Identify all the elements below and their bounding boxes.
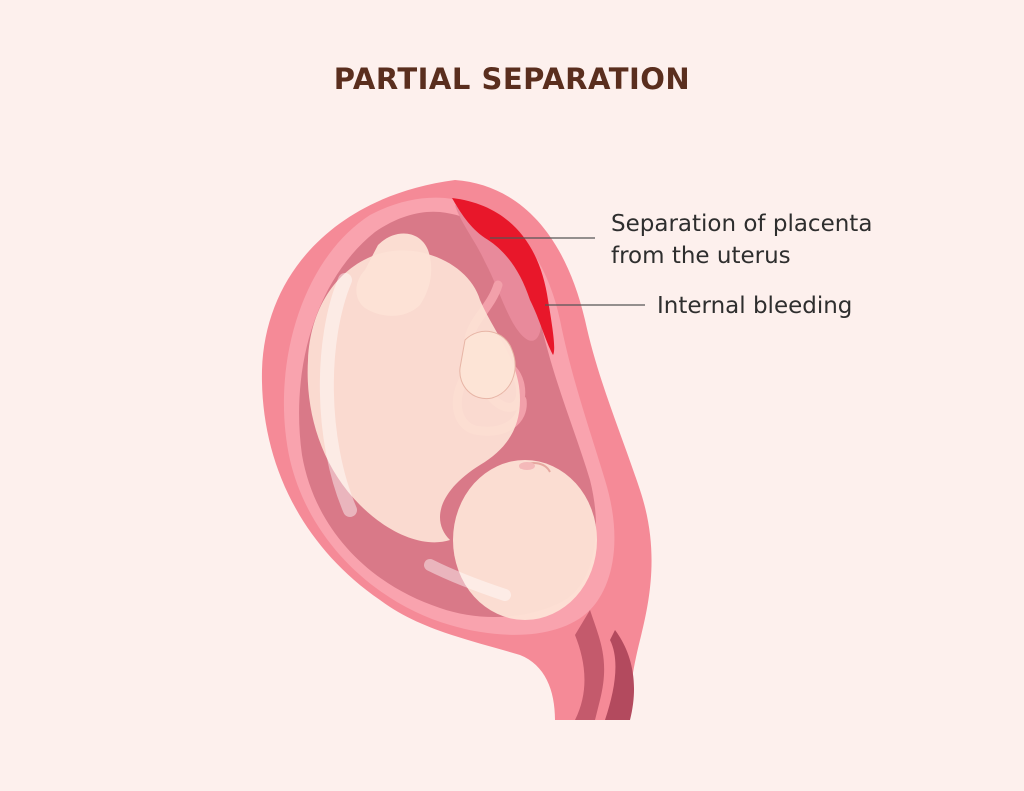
separation-label-line1: Separation of placenta <box>611 211 873 237</box>
separation-label-line2: from the uterus <box>611 243 791 269</box>
cervix-canal <box>575 610 605 720</box>
cervix-inner <box>605 630 635 720</box>
fetus-body <box>307 250 520 543</box>
fetus-head <box>453 460 597 620</box>
page-title: PARTIAL SEPARATION <box>333 62 691 96</box>
separation-label: Separation of placenta from the uterus <box>611 208 872 272</box>
fetus-leg <box>356 233 432 316</box>
placenta <box>455 205 542 341</box>
internal-bleeding <box>452 198 555 355</box>
fetus-nose <box>519 462 535 470</box>
bleeding-label: Internal bleeding <box>657 293 853 319</box>
sac-highlight-1 <box>319 273 357 517</box>
sac-highlight-2 <box>424 559 511 601</box>
fetus-hand <box>459 330 516 400</box>
